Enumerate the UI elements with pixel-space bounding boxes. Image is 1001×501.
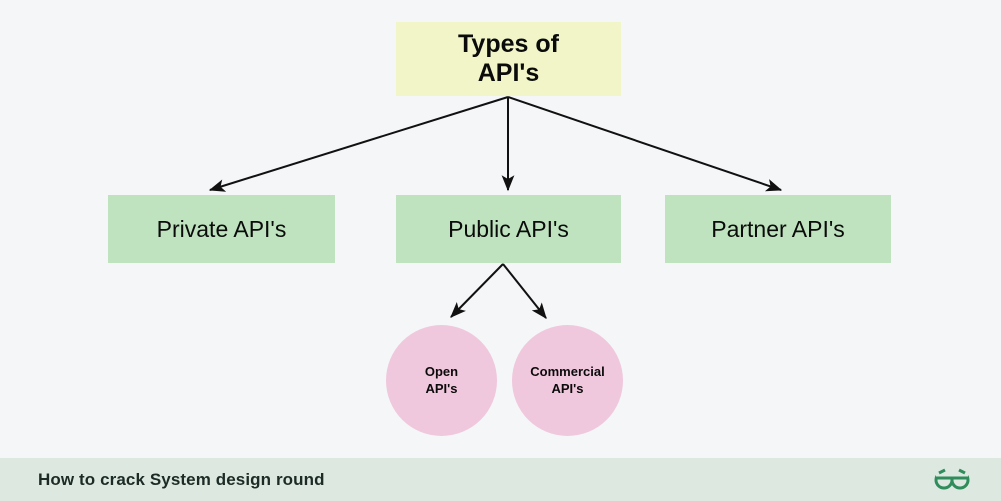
node-partner-apis-label: Partner API's	[711, 215, 845, 242]
arrow-root-to-private	[208, 96, 509, 192]
node-private-apis-label: Private API's	[156, 215, 287, 242]
node-commercial-apis: Commercial API's	[512, 325, 623, 436]
geeksforgeeks-logo	[930, 467, 974, 493]
node-public-apis: Public API's	[396, 195, 621, 263]
node-commercial-apis-label: Commercial API's	[530, 364, 605, 396]
node-types-of-apis-label: Types of API's	[458, 30, 559, 87]
node-open-apis: Open API's	[386, 325, 497, 436]
node-open-apis-label: Open API's	[424, 364, 459, 396]
geeksforgeeks-logo-icon	[934, 468, 970, 489]
node-public-apis-label: Public API's	[448, 215, 569, 242]
node-private-apis: Private API's	[108, 195, 335, 263]
footer-caption: How to crack System design round	[38, 469, 325, 489]
arrow-root-to-partner	[507, 96, 783, 192]
arrow-public-to-open	[450, 263, 504, 318]
arrow-public-to-commercial	[502, 263, 547, 319]
footer-bar: How to crack System design round	[0, 458, 1001, 501]
node-types-of-apis: Types of API's	[396, 22, 621, 96]
node-partner-apis: Partner API's	[665, 195, 891, 263]
